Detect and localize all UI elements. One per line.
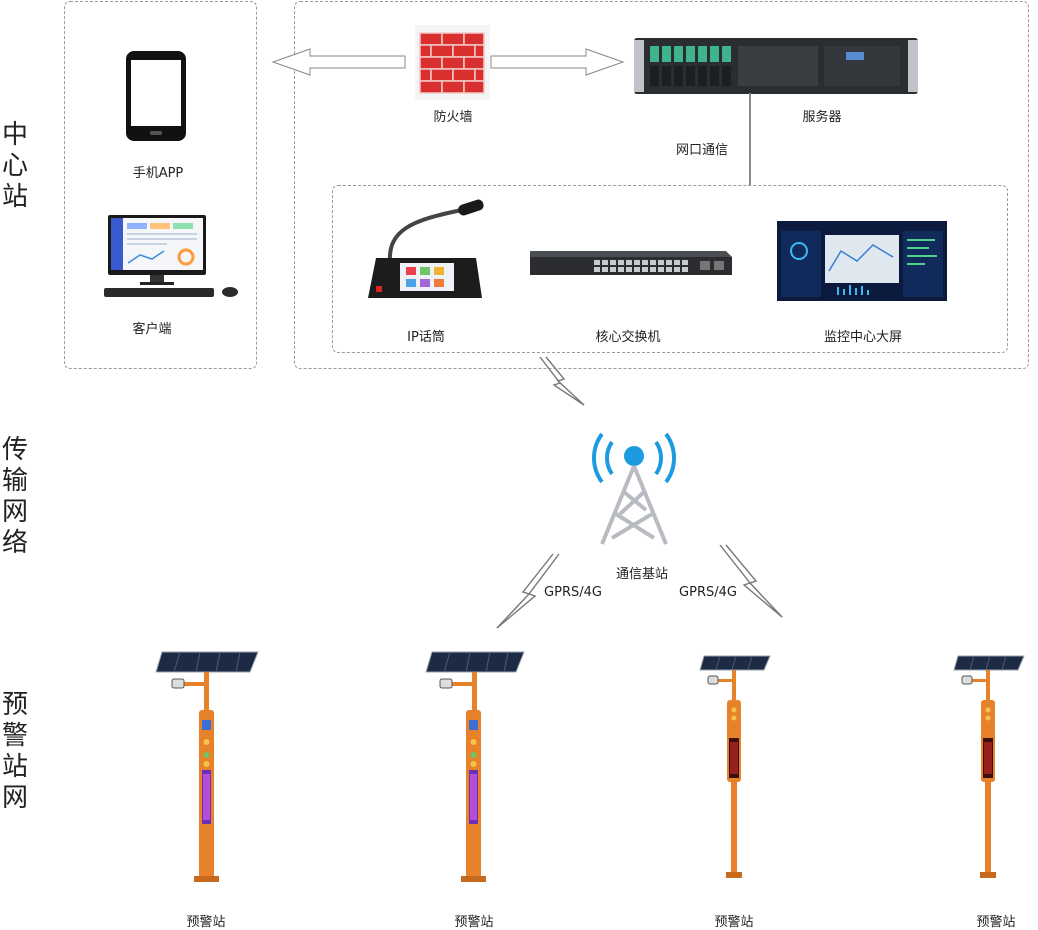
center-inner-box <box>332 185 1008 353</box>
warning-station-pole-1 <box>155 651 259 882</box>
network-port-label: 网口通信 <box>675 143 728 158</box>
section-label-transport: 传输网络 <box>2 435 29 558</box>
server-label: 服务器 <box>802 110 842 125</box>
arrow-firewall-to-client <box>271 48 406 76</box>
warning-station-pole-2 <box>425 651 525 882</box>
ip-microphone-icon <box>368 199 484 298</box>
gprs-right-label: GPRS/4G <box>679 585 737 600</box>
network-connector-line <box>749 93 751 185</box>
firewall-icon <box>415 25 490 100</box>
arrow-firewall-to-server <box>490 48 625 76</box>
desktop-computer-icon <box>104 215 238 297</box>
monitor-screen-icon <box>777 221 947 301</box>
base-station-label: 通信基站 <box>615 567 668 582</box>
client-group-box <box>64 1 257 369</box>
section-label-warning: 预警站网 <box>2 690 29 813</box>
gprs-left-label: GPRS/4G <box>544 585 602 600</box>
server-icon <box>634 38 918 94</box>
phone-icon <box>126 51 186 141</box>
client-label: 客户端 <box>132 322 172 337</box>
lightning-base-to-right <box>719 544 783 618</box>
section-label-center: 中心站 <box>2 120 29 212</box>
station-2-label: 预警站 <box>454 915 494 930</box>
firewall-label: 防火墙 <box>433 110 473 125</box>
ip-microphone-label: IP话筒 <box>407 330 445 345</box>
monitor-screen-label: 监控中心大屏 <box>823 330 902 345</box>
warning-station-pole-3 <box>699 655 771 878</box>
core-switch-icon <box>530 251 732 275</box>
station-1-label: 预警站 <box>186 915 226 930</box>
lightning-base-to-left <box>496 553 560 629</box>
center-group-box <box>294 1 1029 369</box>
core-switch-label: 核心交换机 <box>595 330 661 345</box>
phone-app-label: 手机APP <box>132 166 184 181</box>
station-3-label: 预警站 <box>714 915 754 930</box>
signal-tower-icon <box>592 432 676 545</box>
station-4-label: 预警站 <box>976 915 1016 930</box>
lightning-center-to-base <box>539 356 585 406</box>
warning-station-pole-4 <box>953 655 1025 878</box>
